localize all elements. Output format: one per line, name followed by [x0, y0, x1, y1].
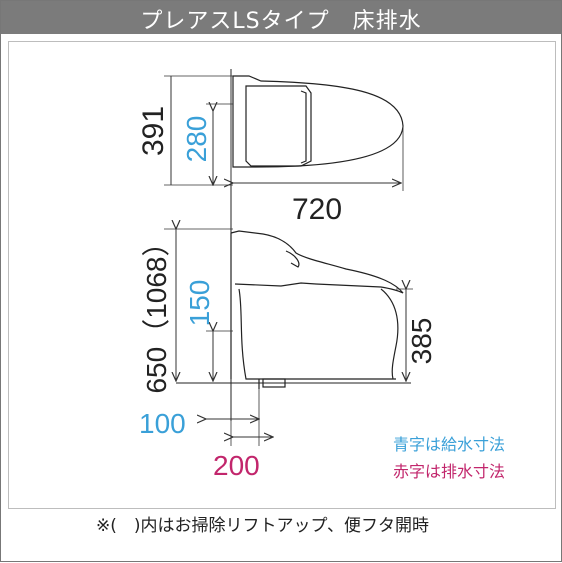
- legend-drain: 赤字は排水寸法: [393, 462, 506, 481]
- dim-200: 200: [213, 450, 260, 481]
- dimension-arrows: [170, 76, 406, 437]
- dim-720: 720: [292, 193, 342, 226]
- drawing-area: [8, 41, 556, 509]
- dim-150: 150: [184, 280, 215, 327]
- side-view: [230, 230, 404, 389]
- title-bar: プレアスLSタイプ 床排水: [1, 1, 561, 34]
- top-view: [232, 75, 404, 168]
- dim-391: 391: [137, 106, 170, 156]
- diagram-title: プレアスLSタイプ 床排水: [140, 9, 422, 34]
- footnote: ※( )内はお掃除リフトアップ、便フタ開時: [96, 516, 429, 536]
- legend-supply: 青字は給水寸法: [393, 435, 506, 454]
- dim-280: 280: [181, 116, 212, 163]
- dim-650: 650（1068）: [141, 228, 172, 393]
- dim-100: 100: [139, 408, 186, 439]
- dim-385: 385: [406, 318, 437, 365]
